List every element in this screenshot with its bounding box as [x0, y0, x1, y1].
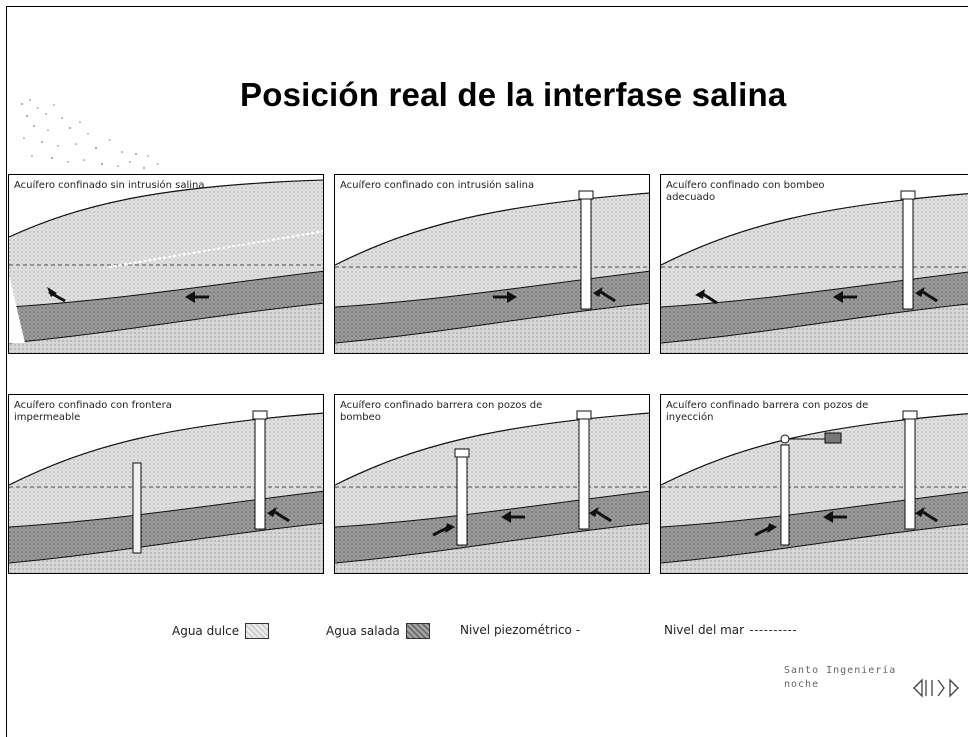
- well-icon: [454, 448, 470, 546]
- legend-salt-water: Agua salada: [326, 623, 430, 639]
- legend-sea-level: Nivel del mar: [664, 623, 797, 637]
- legend: Agua dulce Agua salada Nivel piezométric…: [0, 623, 968, 643]
- salt-water-swatch: [405, 623, 430, 639]
- fresh-water-swatch: [245, 623, 270, 639]
- footer-text: Santo Ingeniería noche: [784, 664, 896, 692]
- well-icon: [902, 410, 918, 530]
- arrow-icon: [267, 507, 290, 523]
- panel-label: Acuífero confinado barrera con pozos de …: [340, 400, 543, 423]
- panel-impermeable-barrier: Acuífero confinado con frontera impermea…: [8, 394, 324, 574]
- well-icon: [900, 190, 916, 310]
- arrow-icon: [47, 287, 66, 303]
- panel-label: Acuífero confinado con bombeo adecuado: [666, 180, 825, 203]
- legend-fresh-water: Agua dulce: [172, 623, 270, 639]
- footer-line2: noche: [784, 679, 820, 690]
- nav-arrows-icon[interactable]: [912, 676, 960, 700]
- arrow-icon: [593, 287, 616, 303]
- legend-fresh-label: Agua dulce: [172, 624, 240, 638]
- page-title: Posición real de la interfase salina: [240, 76, 787, 113]
- panel-adequate-pumping: Acuífero confinado con bombeo adecuado: [660, 174, 968, 354]
- panel-label: Acuífero confinado sin intrusión salina: [14, 180, 205, 191]
- footer-line1: Santo Ingeniería: [784, 665, 897, 676]
- legend-salt-label: Agua salada: [326, 624, 400, 638]
- aquifer-diagram: [335, 410, 649, 573]
- arrow-icon: [493, 291, 517, 303]
- arrow-icon: [754, 523, 777, 537]
- sea-level-line: [750, 629, 797, 631]
- panel-with-intrusion: Acuífero confinado con intrusión salina: [334, 174, 650, 354]
- well-icon: [252, 410, 268, 530]
- aquifer-diagram: [9, 410, 323, 573]
- well-icon: [780, 444, 790, 546]
- legend-piezometric: Nivel piezométrico -: [460, 623, 580, 637]
- panel-injection-barrier: Acuífero confinado barrera con pozos de …: [660, 394, 968, 574]
- aquifer-diagram: [9, 179, 323, 353]
- panel-label: Acuífero confinado barrera con pozos de …: [666, 400, 869, 423]
- arrow-icon: [695, 289, 718, 305]
- arrow-icon: [432, 523, 455, 537]
- panel-label: Acuífero confinado con frontera impermea…: [14, 400, 172, 423]
- legend-sea-level-label: Nivel del mar: [664, 623, 745, 637]
- panel-pumping-barrier: Acuífero confinado barrera con pozos de …: [334, 394, 650, 574]
- aquifer-diagram: [661, 190, 968, 353]
- arrow-icon: [915, 287, 938, 303]
- arrow-icon: [589, 507, 612, 523]
- arrow-icon: [915, 507, 938, 523]
- slide-frame: [6, 6, 968, 737]
- well-icon: [576, 410, 592, 530]
- arrow-icon: [185, 291, 209, 303]
- aquifer-diagram: [335, 190, 649, 353]
- arrow-icon: [501, 511, 525, 523]
- arrow-icon: [833, 291, 857, 303]
- arrow-icon: [823, 511, 847, 523]
- aquifer-diagram: [661, 410, 968, 573]
- panel-no-intrusion: Acuífero confinado sin intrusión salina: [8, 174, 324, 354]
- decorative-speckle: [21, 99, 159, 169]
- panel-label: Acuífero confinado con intrusión salina: [340, 180, 535, 191]
- legend-piezometric-label: Nivel piezométrico -: [460, 623, 581, 637]
- well-icon: [578, 190, 594, 310]
